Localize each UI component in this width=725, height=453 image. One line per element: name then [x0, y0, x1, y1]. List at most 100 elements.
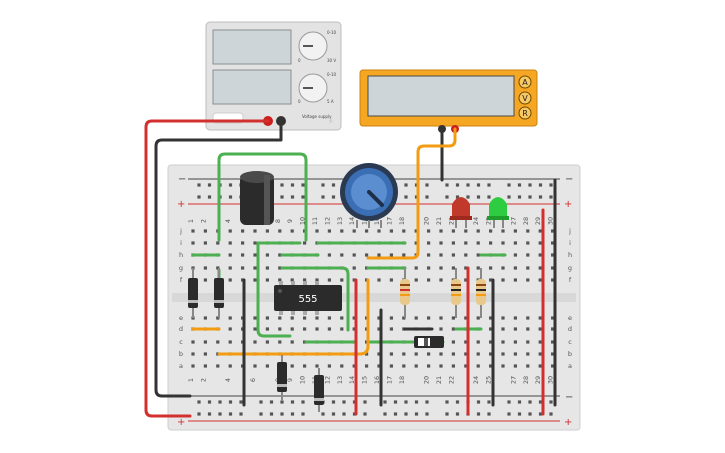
breadboard-hole[interactable]: [489, 340, 493, 344]
breadboard-hole[interactable]: [549, 400, 553, 404]
breadboard-hole[interactable]: [303, 364, 307, 368]
breadboard-hole[interactable]: [269, 412, 274, 416]
breadboard-hole[interactable]: [331, 400, 336, 404]
breadboard-hole[interactable]: [404, 195, 408, 199]
breadboard-hole[interactable]: [455, 195, 460, 199]
breadboard-hole[interactable]: [538, 364, 542, 368]
breadboard-hole[interactable]: [389, 316, 393, 320]
breadboard-hole[interactable]: [501, 340, 505, 344]
breadboard-hole[interactable]: [321, 183, 325, 187]
breadboard-hole[interactable]: [551, 327, 555, 331]
breadboard-hole[interactable]: [551, 278, 555, 282]
breadboard-hole[interactable]: [451, 327, 455, 331]
breadboard-hole[interactable]: [402, 229, 406, 233]
breadboard-hole[interactable]: [501, 229, 505, 233]
breadboard-hole[interactable]: [517, 412, 522, 416]
breadboard-hole[interactable]: [489, 316, 493, 320]
power-supply[interactable]: 0-10 30 V 0-10 5 A 0 0 Voltage supply ⚡: [205, 21, 342, 131]
breadboard-hole[interactable]: [340, 327, 344, 331]
breadboard-hole[interactable]: [265, 340, 269, 344]
breadboard-hole[interactable]: [513, 253, 517, 257]
breadboard-hole[interactable]: [489, 278, 493, 282]
breadboard-hole[interactable]: [253, 316, 257, 320]
breadboard-hole[interactable]: [513, 241, 517, 245]
breadboard-hole[interactable]: [476, 316, 480, 320]
breadboard-hole[interactable]: [203, 229, 207, 233]
breadboard-hole[interactable]: [290, 364, 294, 368]
breadboard-hole[interactable]: [464, 241, 468, 245]
breadboard-hole[interactable]: [280, 412, 284, 416]
breadboard-hole[interactable]: [241, 266, 245, 270]
breadboard-hole[interactable]: [315, 278, 319, 282]
breadboard-hole[interactable]: [365, 229, 369, 233]
breadboard-hole[interactable]: [425, 195, 429, 199]
breadboard-hole[interactable]: [414, 352, 418, 356]
breadboard-hole[interactable]: [203, 278, 207, 282]
diode-3[interactable]: [277, 355, 287, 400]
breadboard-hole[interactable]: [538, 352, 542, 356]
breadboard-hole[interactable]: [427, 253, 431, 257]
breadboard-hole[interactable]: [439, 352, 443, 356]
resistor-1[interactable]: [400, 268, 410, 318]
breadboard-hole[interactable]: [476, 340, 480, 344]
slide-switch[interactable]: [414, 336, 444, 348]
breadboard-hole[interactable]: [551, 229, 555, 233]
breadboard-hole[interactable]: [253, 278, 257, 282]
breadboard-hole[interactable]: [383, 412, 387, 416]
breadboard-hole[interactable]: [290, 278, 294, 282]
breadboard-hole[interactable]: [551, 340, 555, 344]
breadboard-hole[interactable]: [526, 352, 530, 356]
breadboard-hole[interactable]: [404, 412, 408, 416]
breadboard-hole[interactable]: [389, 253, 393, 257]
breadboard-hole[interactable]: [228, 340, 232, 344]
breadboard-hole[interactable]: [278, 253, 282, 257]
breadboard-hole[interactable]: [340, 316, 344, 320]
breadboard-hole[interactable]: [265, 364, 269, 368]
breadboard-hole[interactable]: [513, 316, 517, 320]
breadboard-hole[interactable]: [507, 183, 511, 187]
breadboard-hole[interactable]: [259, 400, 263, 404]
mode-ohmmeter-button[interactable]: [518, 106, 532, 120]
breadboard-hole[interactable]: [290, 412, 295, 416]
breadboard-hole[interactable]: [253, 327, 257, 331]
breadboard-hole[interactable]: [464, 229, 468, 233]
breadboard-hole[interactable]: [315, 316, 319, 320]
breadboard-hole[interactable]: [218, 412, 222, 416]
breadboard-hole[interactable]: [427, 278, 431, 282]
breadboard-hole[interactable]: [278, 340, 282, 344]
breadboard-hole[interactable]: [404, 183, 408, 187]
breadboard-hole[interactable]: [549, 183, 553, 187]
breadboard-hole[interactable]: [402, 316, 406, 320]
breadboard-hole[interactable]: [278, 266, 282, 270]
breadboard-hole[interactable]: [301, 183, 305, 187]
breadboard-hole[interactable]: [377, 278, 381, 282]
breadboard-hole[interactable]: [228, 195, 233, 199]
breadboard-hole[interactable]: [513, 229, 517, 233]
breadboard-hole[interactable]: [352, 316, 356, 320]
breadboard-hole[interactable]: [331, 195, 336, 199]
breadboard-hole[interactable]: [551, 266, 555, 270]
breadboard-hole[interactable]: [464, 266, 468, 270]
breadboard-hole[interactable]: [464, 340, 468, 344]
breadboard-hole[interactable]: [315, 364, 319, 368]
breadboard-hole[interactable]: [439, 266, 443, 270]
breadboard-hole[interactable]: [290, 400, 295, 404]
timer-chip-555[interactable]: 555: [274, 281, 342, 315]
breadboard-hole[interactable]: [526, 327, 530, 331]
breadboard-hole[interactable]: [253, 253, 257, 257]
breadboard-hole[interactable]: [191, 352, 195, 356]
breadboard-hole[interactable]: [352, 364, 356, 368]
breadboard-hole[interactable]: [538, 266, 542, 270]
breadboard-hole[interactable]: [239, 412, 243, 416]
breadboard-hole[interactable]: [365, 352, 369, 356]
breadboard-hole[interactable]: [464, 364, 468, 368]
breadboard-hole[interactable]: [501, 327, 505, 331]
breadboard-hole[interactable]: [265, 316, 269, 320]
breadboard-hole[interactable]: [278, 316, 282, 320]
breadboard-hole[interactable]: [321, 195, 325, 199]
resistor-3[interactable]: [476, 268, 486, 318]
breadboard-hole[interactable]: [476, 183, 481, 187]
breadboard-hole[interactable]: [513, 340, 517, 344]
breadboard-hole[interactable]: [489, 241, 493, 245]
breadboard-hole[interactable]: [253, 266, 257, 270]
